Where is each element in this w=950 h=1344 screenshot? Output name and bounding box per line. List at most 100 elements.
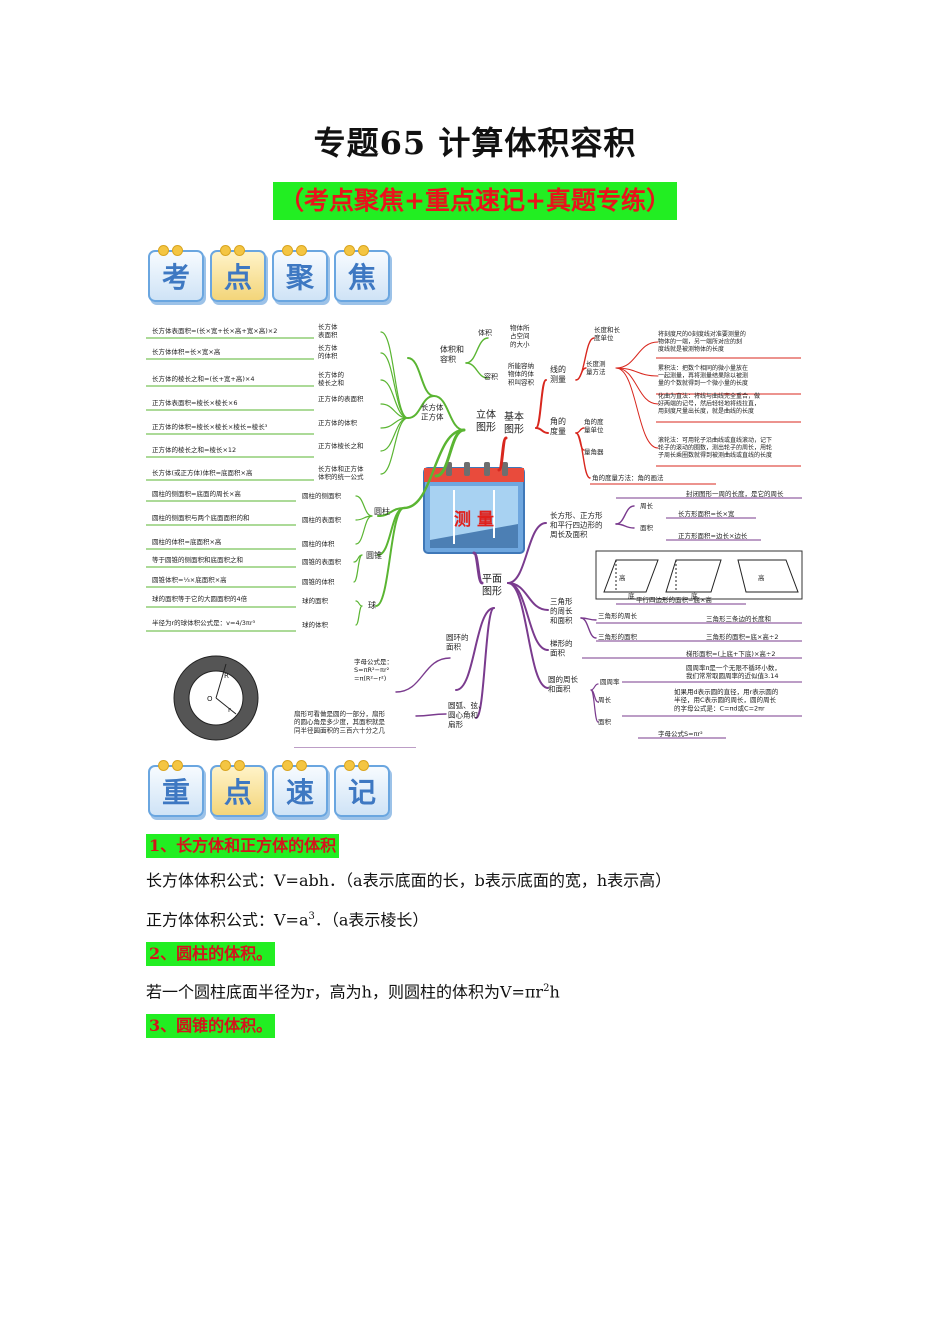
ring-label-O: O (207, 695, 213, 703)
branch-line (355, 495, 373, 517)
ring-desc: 字母公式是：S=πR²−πr²=π(R²−r²) (354, 657, 393, 682)
cuboid-item-label: 正方体棱长之和 (318, 441, 364, 450)
sphere-item-label: 球的体积 (302, 620, 329, 629)
sphere-label: 球 (368, 600, 376, 610)
banner-char: 考 (161, 261, 190, 294)
branch-line (575, 432, 591, 479)
cuboid-item-label: 长方体表面积 (318, 322, 338, 339)
cube-formula-b: ．（a表示棱长） (314, 910, 429, 930)
branch-line (507, 522, 547, 584)
parallelogram-shape (737, 559, 799, 593)
banner-tile: 考 (148, 245, 204, 302)
rect-item-label: 面积 (640, 523, 654, 532)
triangle-desc: 三角形的面积=底×高÷2 (706, 632, 778, 641)
branch-line (395, 657, 451, 693)
center-ring (484, 462, 490, 476)
cylinder-item-label: 圆柱的体积 (302, 539, 335, 548)
circle-item-label: 圆周率 (600, 677, 620, 686)
solid-branch-label: 立体图形 (476, 408, 496, 434)
cuboid-formula: 长方体体积=长×宽×高 (152, 347, 221, 356)
banner-tile: 速 (272, 760, 328, 817)
cylinder-formula: 圆柱的侧面积=底面的周长×高 (152, 489, 241, 498)
subtitle-wrap: （考点聚焦+重点速记+真题专练） (0, 182, 950, 220)
branch-line (575, 427, 585, 434)
page-title: 专题65 计算体积容积 (313, 124, 637, 162)
cuboid-label: 长方体正方体 (421, 402, 444, 421)
center-ring (464, 462, 470, 476)
ring-label-r: r (228, 706, 231, 714)
para-base-label: 底 (691, 591, 698, 600)
cylinder-volume-formula: 若一个圆柱底面半径为r，高为h，则圆柱的体积为V=πr2h (146, 978, 560, 1003)
triangle-item-label: 三角形的周长 (598, 611, 638, 620)
cuboid-formula: 正方体表面积=棱长×棱长×6 (152, 398, 237, 407)
cone-item-label: 圆锥的表面积 (302, 557, 342, 566)
trapezoid-desc: 梯形面积=(上底+下底)×高÷2 (686, 649, 776, 658)
cyl-formula-b: h (549, 982, 560, 1002)
branch-line (375, 507, 405, 607)
parallelogram-shape (603, 559, 659, 593)
tiji-label: 体积 (478, 328, 492, 337)
cube-volume-formula: 正方体体积公式：V=a3．（a表示棱长） (146, 906, 428, 931)
banner-char: 速 (285, 776, 314, 809)
branch-line (415, 713, 447, 717)
branch-line (407, 395, 435, 419)
branch-line (615, 367, 659, 449)
line-item-label: 长度测量方法 (586, 359, 606, 376)
cyl-formula-a: 若一个圆柱底面半径为r，高为h，则圆柱的体积为V=πr (146, 982, 544, 1002)
banner-tile: 点 (210, 760, 266, 817)
line-measure-label: 线的测量 (550, 364, 566, 384)
banner-char: 重 (161, 776, 190, 809)
angle-label: 角的度量 (550, 416, 566, 436)
sector-desc: 扇形可看做是圆的一部分，扇形的圆心角是多少度，其面积就是同半径圆面积的三百六十分… (294, 709, 386, 734)
cylinder-formula: 圆柱的体积=底面积×高 (152, 537, 222, 546)
section-heading-1: 1、长方体和正方体的体积 (146, 834, 340, 858)
banner-tile: 记 (334, 760, 390, 817)
banner-char: 点 (223, 261, 252, 294)
banner-char: 点 (223, 776, 252, 809)
triangle-desc: 三角形三条边的长度和 (706, 614, 771, 623)
angle-method: 角的度量方法：角的画法 (592, 473, 664, 482)
branch-line (355, 605, 363, 626)
branch-line (465, 362, 489, 379)
sector-label: 圆弧、弦、圆心角和扇形 (448, 700, 486, 729)
branch-line (455, 607, 495, 691)
branch-line (535, 379, 547, 429)
para-height-label: 高 (619, 573, 626, 582)
branch-line (575, 367, 587, 381)
branch-line (615, 523, 635, 529)
section-heading-3: 3、圆锥的体积。 (146, 1014, 276, 1038)
cuboid-volume-formula: 长方体体积公式：V=abh．（a表示底面的长，b表示底面的宽，h表示高） (146, 871, 672, 890)
cone-label: 圆锥 (366, 550, 382, 560)
ring-radius-R (215, 663, 227, 699)
branch-line (433, 395, 465, 431)
cuboid-formula: 正方体的棱长之和=棱长×12 (152, 445, 236, 454)
rongji-label: 容积 (484, 372, 498, 381)
trapezoid-label: 梯形的面积 (550, 638, 573, 657)
cylinder-formula: 圆柱的侧面积与两个底面面积的和 (152, 513, 250, 522)
ring-radius-r (215, 697, 237, 715)
page-subtitle: （考点聚焦+重点速记+真题专练） (273, 182, 677, 220)
ring-label-R: R (224, 672, 229, 680)
plane-branch-label: 平面图形 (482, 574, 502, 598)
cone-item-label: 圆锥的体积 (302, 577, 335, 586)
banner-char: 记 (347, 776, 376, 809)
center-bridge (430, 524, 518, 548)
branch-line (535, 427, 549, 434)
branch-line (472, 551, 484, 585)
rect-group-label: 长方形、正方形和平行四边形的周长及面积 (550, 510, 603, 539)
para-area-formula: 平行四边形的面积=底×高 (636, 595, 712, 604)
cuboid-formula: 长方体(或正方体)体积=底面积×高 (152, 468, 253, 477)
line-desc: 累积法：把数个相同的微小量放在一起测量，再将测量结果除以被测量的个数就得到一个微… (658, 364, 748, 387)
triangle-item-label: 三角形的面积 (598, 632, 638, 641)
tiji-desc: 物体所占空间的大小 (510, 323, 530, 348)
circle-label: 圆的周长和面积 (548, 674, 578, 693)
basic-branch-label: 基本图形 (504, 410, 524, 436)
section-heading-2: 2、圆柱的体积。 (146, 942, 276, 966)
circle-item-label: 面积 (598, 717, 612, 726)
branch-line (590, 689, 599, 723)
branch-line (580, 617, 597, 639)
branch-line (615, 341, 659, 369)
branch-line (402, 428, 466, 510)
center-ring (502, 462, 508, 476)
rect-desc: 长方形面积=长×宽 (678, 509, 735, 518)
